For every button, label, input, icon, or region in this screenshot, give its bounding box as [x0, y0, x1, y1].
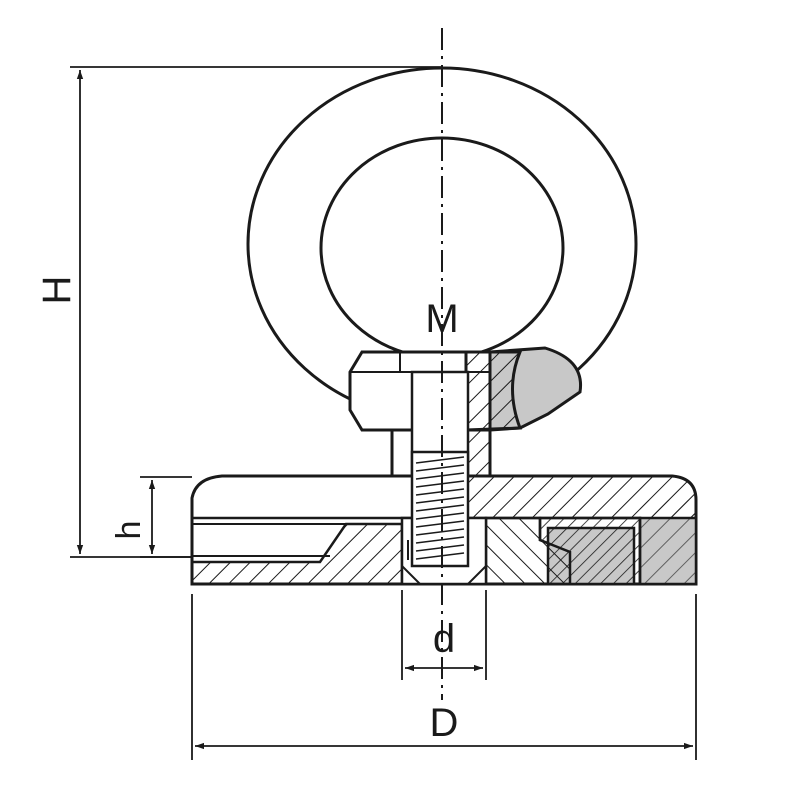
thread-line — [415, 480, 465, 488]
thread-line — [415, 520, 465, 528]
thread-line — [415, 528, 465, 536]
thread-line — [415, 552, 465, 560]
threaded-stud — [410, 450, 470, 568]
label-H: H — [35, 276, 79, 305]
thread-line — [415, 544, 465, 552]
dimension-d: d — [401, 590, 487, 680]
thread-line — [415, 472, 465, 480]
thread-line — [415, 504, 465, 512]
label-d: d — [433, 617, 455, 661]
thread-line — [415, 456, 465, 464]
label-D: D — [430, 701, 459, 745]
label-M: M — [425, 297, 458, 341]
thread-lines — [415, 456, 465, 560]
thread-line — [415, 496, 465, 504]
thread-line — [415, 464, 465, 472]
thread-line — [415, 536, 465, 544]
label-h: h — [110, 521, 148, 540]
dimension-D: D — [191, 594, 697, 760]
thread-line — [415, 512, 465, 520]
thread-line — [415, 488, 465, 496]
dimension-h: h — [110, 476, 192, 558]
